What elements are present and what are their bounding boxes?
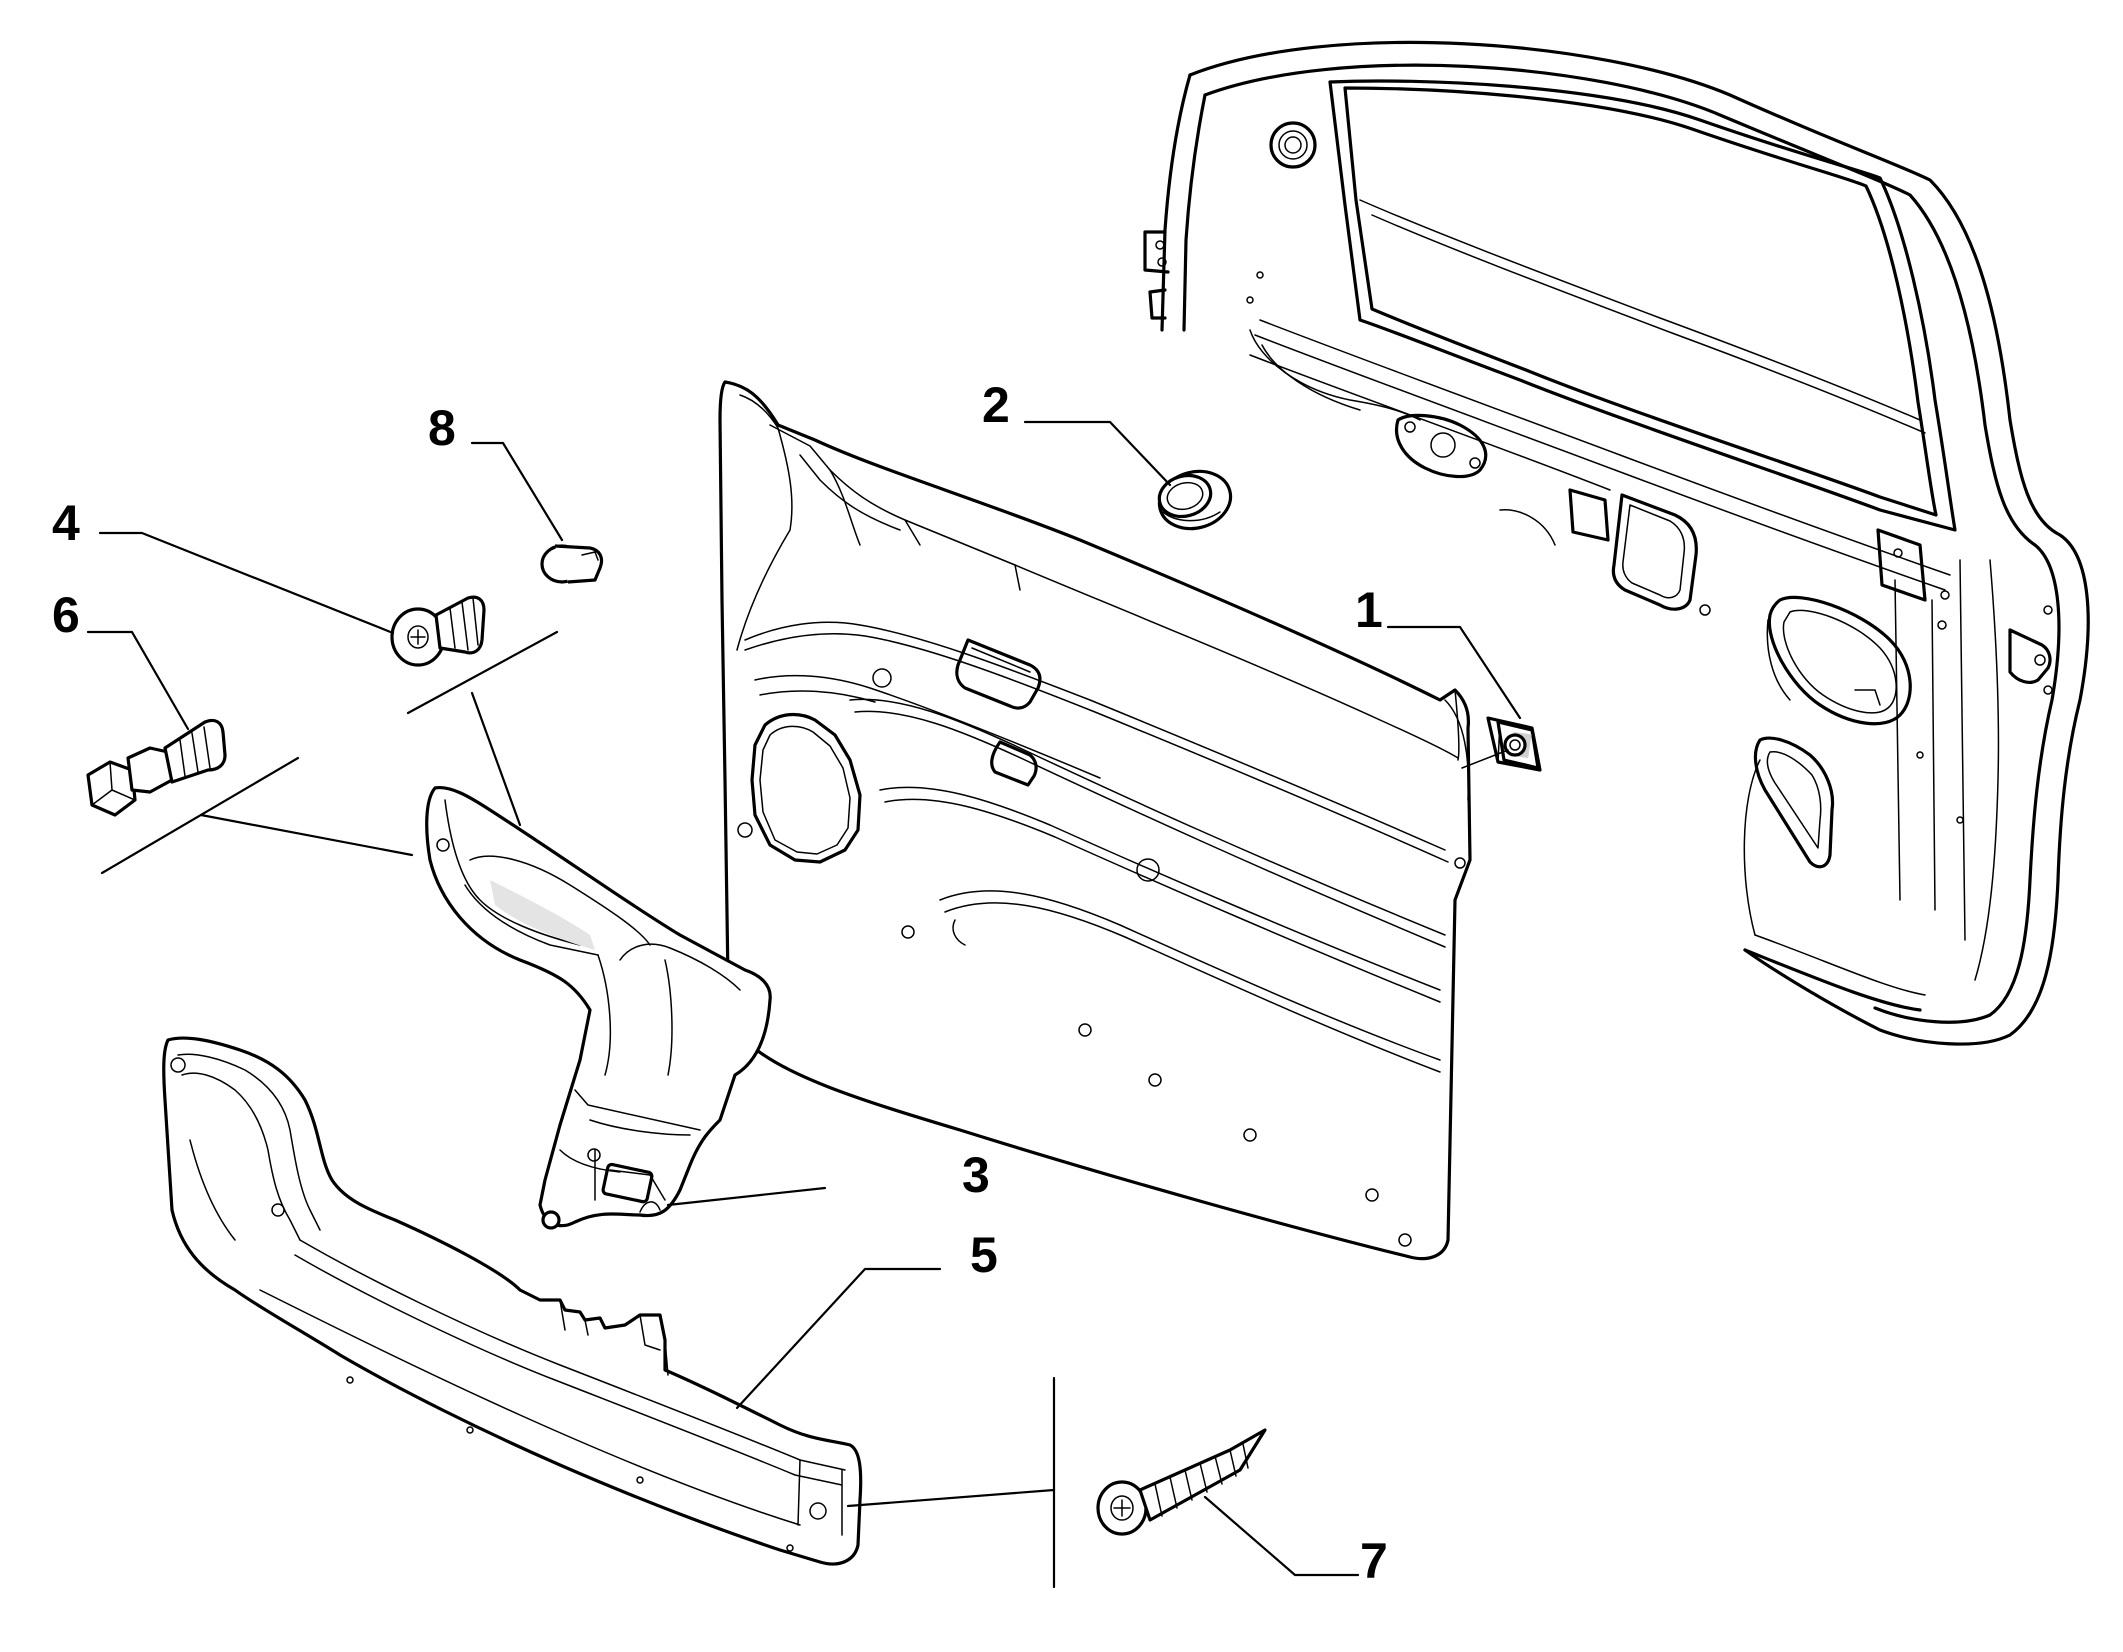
callout-1: 1 — [1355, 582, 1383, 638]
door-trim-panel-drawing — [718, 380, 1472, 1261]
speed-nut-drawing — [1461, 716, 1542, 772]
armrest-handle-drawing — [425, 785, 772, 1230]
callout-4: 4 — [52, 495, 80, 551]
door-pocket-drawing — [162, 1036, 863, 1566]
callout-7: 7 — [1360, 1533, 1388, 1589]
tapping-screw-7-drawing — [1096, 1428, 1267, 1536]
callout-8: 8 — [428, 400, 456, 456]
cap-8-drawing — [540, 544, 604, 584]
grommet-drawing — [1157, 469, 1233, 531]
callout-3: 3 — [962, 1147, 990, 1203]
callout-labels: 1 2 3 4 5 6 7 8 — [52, 377, 1388, 1589]
callout-6: 6 — [52, 587, 80, 643]
door-frame-drawing — [1143, 40, 2090, 1046]
callout-2: 2 — [982, 377, 1010, 433]
leader-lines — [86, 420, 1522, 1589]
callout-5: 5 — [970, 1227, 998, 1283]
screw-4-drawing — [390, 595, 486, 667]
bolt-6-drawing — [86, 718, 227, 817]
